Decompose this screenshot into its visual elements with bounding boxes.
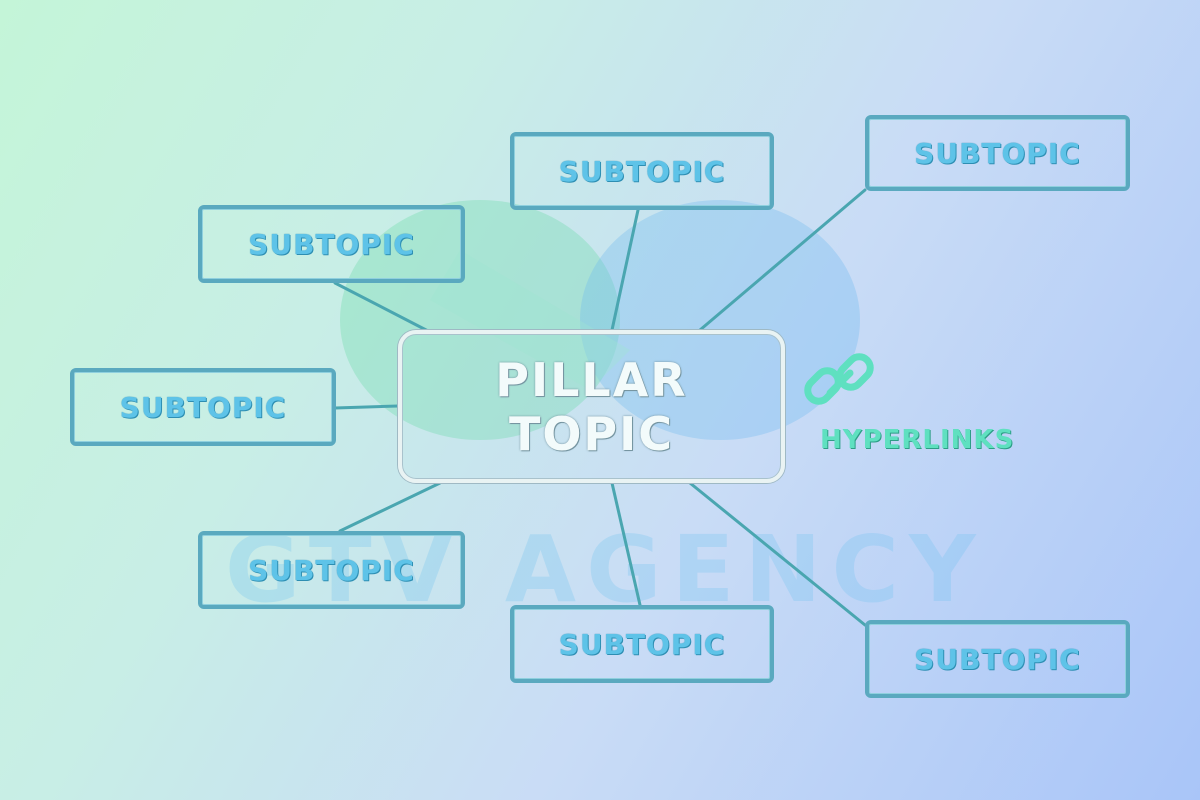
- watermark-logo: [340, 200, 860, 440]
- subtopic-label: SUBTOPIC: [558, 627, 726, 661]
- subtopic-box-top-right: SUBTOPIC: [865, 115, 1130, 191]
- connector-line: [338, 481, 442, 533]
- connector-line: [333, 281, 432, 334]
- watermark-text: GTV AGENCY: [225, 520, 985, 620]
- hyperlinks-label: HYPERLINKS: [820, 425, 1015, 455]
- subtopic-box-mid-left: SUBTOPIC: [70, 368, 336, 446]
- subtopic-label: SUBTOPIC: [248, 553, 415, 587]
- pillar-title-line-1: PILLAR: [495, 352, 688, 407]
- subtopic-box-lower-left: SUBTOPIC: [198, 531, 465, 609]
- subtopic-label: SUBTOPIC: [914, 136, 1081, 170]
- subtopic-label: SUBTOPIC: [914, 642, 1081, 676]
- pillar-title-line-2: TOPIC: [508, 406, 675, 461]
- connector-line: [333, 404, 400, 410]
- subtopic-box-top-center: SUBTOPIC: [510, 132, 774, 210]
- connector-line: [610, 208, 640, 332]
- subtopic-label: SUBTOPIC: [248, 227, 415, 261]
- subtopic-box-upper-left: SUBTOPIC: [198, 205, 465, 283]
- connector-line: [688, 481, 867, 627]
- link-chain-icon: [804, 353, 874, 405]
- subtopic-box-bottom-right: SUBTOPIC: [865, 620, 1130, 698]
- subtopic-box-bottom-center: SUBTOPIC: [510, 605, 774, 683]
- subtopic-label: SUBTOPIC: [558, 154, 726, 188]
- connector-line: [698, 188, 867, 332]
- pillar-topic-box: PILLAR TOPIC: [398, 330, 785, 483]
- connector-line: [610, 481, 642, 607]
- subtopic-label: SUBTOPIC: [119, 390, 287, 424]
